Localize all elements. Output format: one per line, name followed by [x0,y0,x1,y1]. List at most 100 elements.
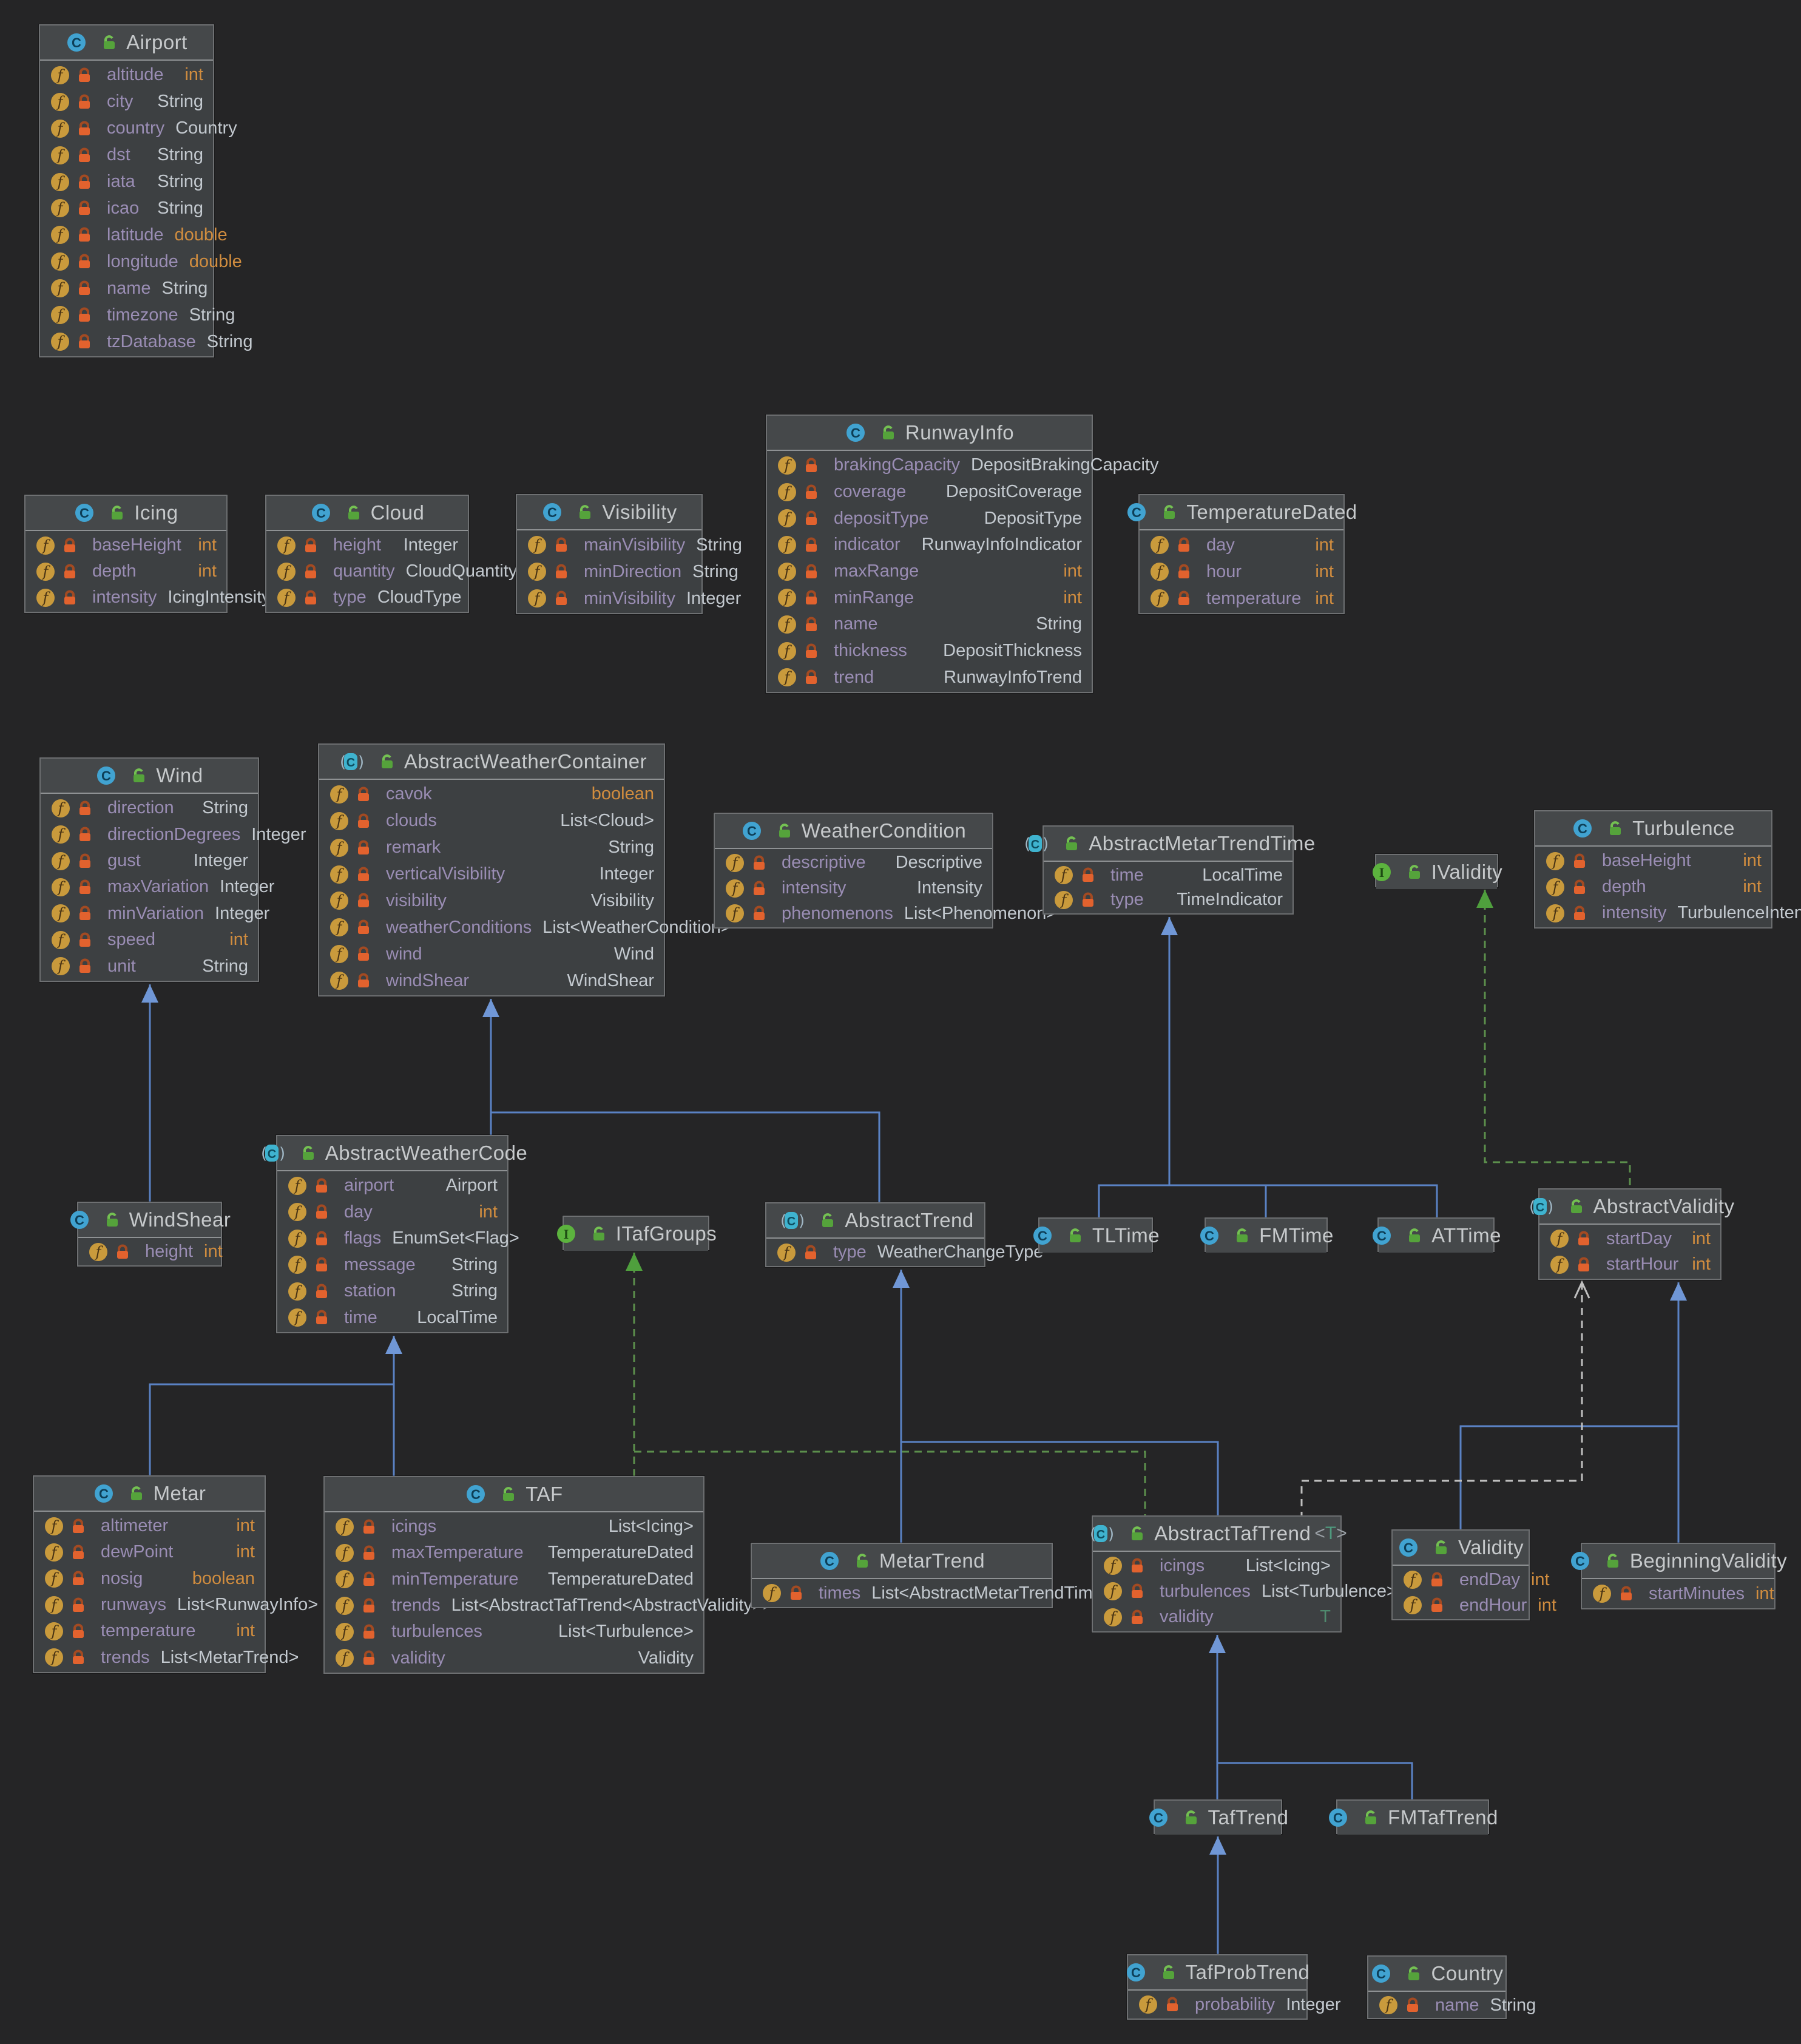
class-title-bar[interactable]: (C)AbstractValidity [1529,1190,1734,1225]
class-title-bar[interactable]: (C)AbstractWeatherContainer [319,745,664,780]
class-title-bar[interactable]: (C)AbstractWeatherCode [261,1136,527,1171]
class-title-bar[interactable]: (C)AbstractMetarTrendTime [1024,827,1315,862]
